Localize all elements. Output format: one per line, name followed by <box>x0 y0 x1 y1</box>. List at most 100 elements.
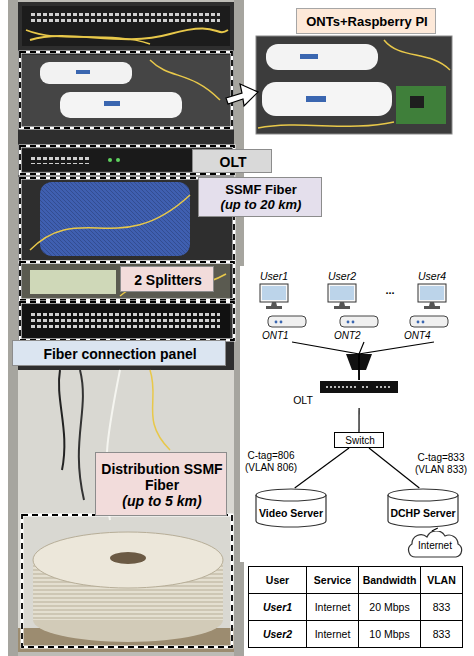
callout-label: OLT <box>192 149 272 173</box>
table-cell: 833 <box>420 593 463 621</box>
patch-ports <box>30 12 220 24</box>
ont-logo <box>306 96 326 102</box>
splitter-symbol <box>346 354 372 370</box>
dashed-outline <box>20 262 234 300</box>
block-arrow <box>226 84 258 106</box>
monitor-screen <box>420 286 444 300</box>
node-text: ONT1 <box>262 330 289 342</box>
table-cell: User2 <box>248 620 307 648</box>
ont-shelf <box>22 55 230 127</box>
node-text: DCHP Server <box>390 507 455 519</box>
rack-rail <box>8 0 18 656</box>
dashed-outline <box>22 515 232 647</box>
text-group: ONT1 <box>262 329 292 342</box>
ont-device: ONT4 <box>404 314 454 342</box>
text-group: Distribution SSMF Fiber(up to 5 km) <box>96 453 228 517</box>
splitter-module <box>30 270 116 294</box>
ont-body <box>268 316 306 327</box>
cylinder-top <box>388 489 458 501</box>
dashed-outline <box>20 302 234 340</box>
monitor-screen <box>330 286 354 300</box>
internet-cloud: Internet <box>404 531 466 559</box>
fiber-cable <box>30 28 228 40</box>
link-label: C-tag=833 (VLAN 833) <box>412 452 470 476</box>
callout-label: SSMF Fiber(up to 20 km) <box>198 177 322 217</box>
ont-body <box>340 316 378 327</box>
olt-device: OLT <box>286 380 402 408</box>
ont-led <box>417 321 420 324</box>
table-cell: 20 Mbps <box>358 593 421 621</box>
ellipsis-label: ... <box>376 284 404 298</box>
text-group: Fiber connection panel <box>13 341 227 367</box>
monitor-base <box>424 306 440 309</box>
ont-led <box>280 321 283 324</box>
callout-label: 2 Splitters <box>120 266 214 292</box>
network-link <box>292 342 359 380</box>
text-group: 2 Splitters <box>121 267 215 293</box>
olt-led <box>108 158 112 162</box>
node-text: Switch <box>345 435 374 447</box>
olt-body <box>320 381 398 393</box>
text-group: ONT4 <box>404 329 434 342</box>
ont-body <box>410 316 448 327</box>
node-text: (up to 5 km) <box>122 493 201 509</box>
node-text: OLT <box>220 154 247 170</box>
table-cell: Internet <box>306 620 359 648</box>
olt-ports <box>326 386 390 388</box>
ont-logo <box>300 54 318 59</box>
network-panel <box>240 266 472 562</box>
rack-frame <box>8 0 244 656</box>
inset-photo <box>256 36 452 134</box>
node-text: SSMF Fiber <box>225 183 297 198</box>
fiber-spool <box>40 182 190 256</box>
table-cell: Internet <box>306 593 359 621</box>
monitor-screen <box>262 286 286 300</box>
callout-label: Fiber connection panel <box>12 340 226 366</box>
user-computer: User2 <box>318 270 366 310</box>
dashed-outline <box>20 52 232 128</box>
monitor-base <box>334 306 350 309</box>
reel-hub <box>110 552 146 564</box>
text-group: User1 <box>250 270 298 283</box>
node-text: Fiber connection panel <box>43 346 196 362</box>
table-cell: User <box>248 566 307 594</box>
text-group: User2 <box>318 270 366 283</box>
server-cylinder: DCHP Server <box>386 488 460 528</box>
text-group: Switch <box>335 433 385 449</box>
ont-led <box>422 321 425 324</box>
table-cell: 10 Mbps <box>358 620 421 648</box>
node-text: User2 <box>328 270 356 282</box>
ont-logo <box>76 70 90 74</box>
patch-panel <box>22 6 230 46</box>
node-text: ONT4 <box>404 330 431 342</box>
hanging-cable <box>79 370 84 500</box>
ont-device: ONT1 <box>262 314 312 342</box>
monitor-stand <box>339 302 345 306</box>
network-link <box>369 448 419 488</box>
network-link <box>359 342 364 380</box>
hanging-cable <box>59 370 64 470</box>
raspberry-pi-board <box>396 86 446 124</box>
dashed-outline <box>20 302 234 340</box>
fiber-panel-ports <box>30 312 220 328</box>
network-link <box>295 448 349 488</box>
switch-box: Switch <box>334 432 384 448</box>
dashed-outline <box>20 262 234 300</box>
ont-device <box>262 82 392 116</box>
fiber-panel <box>22 304 230 338</box>
node-text: Internet <box>418 540 452 552</box>
text-group: SSMF Fiber(up to 20 km) <box>199 178 323 218</box>
node-text: ONTs+Raspberry PI <box>306 15 428 30</box>
board-chip <box>410 96 424 108</box>
text-group: OLT <box>286 393 320 407</box>
text-group: User4 <box>408 270 456 283</box>
splitter-shelf <box>22 264 230 300</box>
text-group: DCHP Server <box>386 501 460 526</box>
fiber-cable <box>150 60 220 100</box>
node-text: Distribution SSMF Fiber <box>100 461 224 493</box>
callout-label: ONTs+Raspberry PI <box>296 8 436 34</box>
monitor-stand <box>429 302 435 306</box>
fiber-cable <box>150 370 170 450</box>
